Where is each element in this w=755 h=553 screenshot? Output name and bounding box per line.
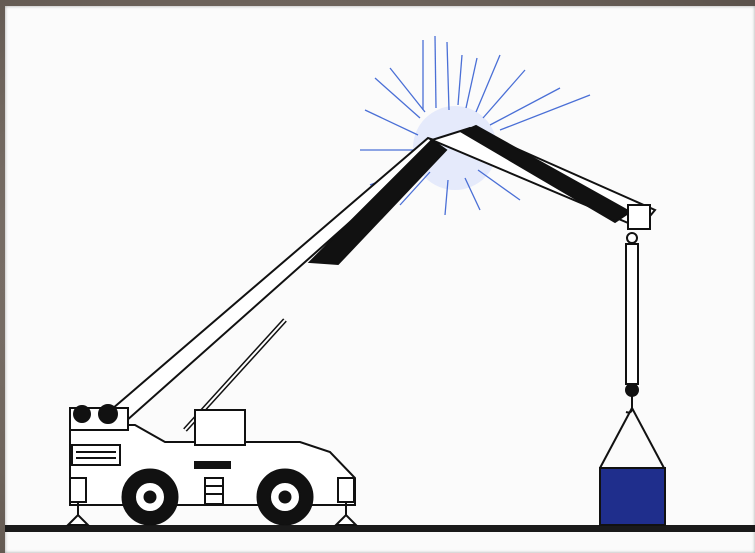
load-box-icon (600, 468, 665, 525)
hook-block (600, 233, 664, 468)
ground-line (5, 525, 755, 532)
crane-carrier (68, 405, 356, 525)
crane-boom (105, 126, 655, 430)
